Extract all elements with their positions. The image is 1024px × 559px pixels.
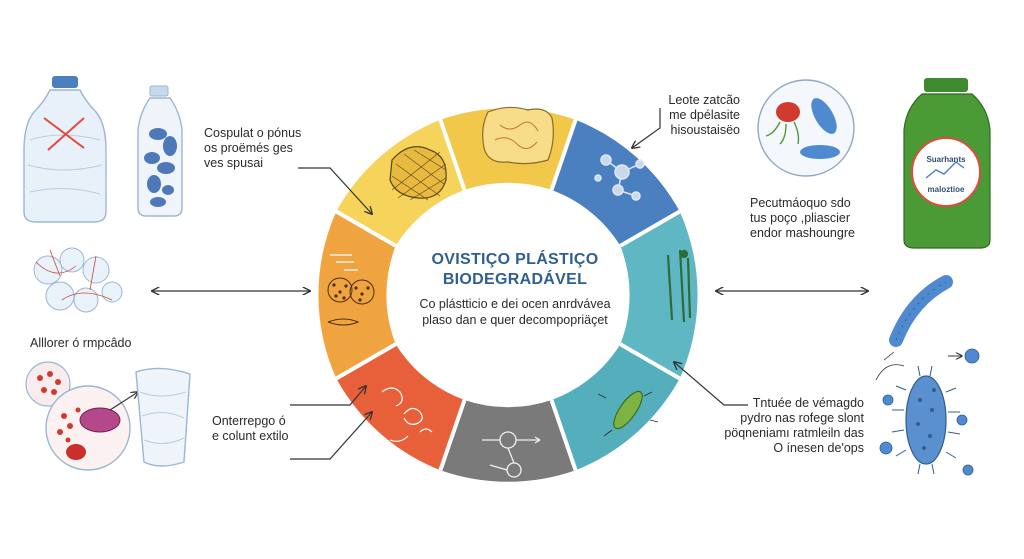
label-line: tus poço ,pliascier: [750, 211, 851, 225]
bottle-badge-line2: maloztioe: [928, 185, 965, 194]
arrow-top-right: [632, 108, 661, 148]
rod-bacterium-icon: [889, 275, 953, 347]
green-bacterium-icon: [597, 390, 659, 437]
molecular-network-icon: [482, 431, 541, 478]
label-bottom-left: Onterrepgo ó e colunt extilo: [212, 414, 288, 444]
plastic-sheet-icon: [482, 106, 554, 165]
label-line: pydro nas rofege slont: [740, 411, 864, 425]
label-line: Onterrepgo ó: [212, 414, 286, 428]
label-top-right: Leote zatcão me dpélasite hisoustaisëo: [620, 93, 740, 138]
microplastic-fragments-icon: [33, 247, 123, 313]
label-line: os proëmés ges: [204, 141, 293, 155]
plastic-bottle-small: [137, 85, 183, 217]
arrow-bottom-right: [674, 362, 748, 406]
arrow-top-left: [298, 167, 372, 214]
label-mid-left: Alllorer ó rmpcâdo: [30, 336, 131, 351]
molecule-icon: [594, 154, 645, 201]
green-bottle-icon: Suarhants maloztioe: [903, 78, 991, 249]
plastic-bottle-large: [23, 76, 107, 223]
fiber-strands-icon: [666, 249, 692, 323]
red-x-icon: [43, 117, 85, 151]
arrow-bottom-left-lower: [290, 412, 372, 460]
crushed-plastic-cup-icon: [135, 367, 191, 467]
bottle-badge-line1: Suarhants: [926, 155, 966, 164]
label-line: Pecutmáoquo sdo: [750, 196, 851, 210]
label-top-left: Cospulat o pónus os proëmés ges ves spus…: [204, 126, 301, 171]
ring-segment-blue: [551, 119, 680, 246]
ring-segment-red-orange: [336, 344, 465, 471]
label-mid-right: Pecutmáoquo sdo tus poço ,pliascier endo…: [750, 196, 855, 241]
label-line: pöqneniamı ratmleiln das: [724, 426, 864, 440]
label-line: Tntuée de vémagdo: [752, 396, 864, 410]
label-line: Leote zatcão: [668, 93, 740, 107]
ring-segment-gray: [440, 400, 576, 482]
label-line: O ínesen de'ops: [773, 441, 864, 455]
label-line: endor mashoungre: [750, 226, 855, 240]
enzyme-squiggle-icon: [381, 387, 433, 442]
microbes-magnified-icon: [757, 79, 855, 177]
center-title-line1: OVISTIÇO PLÁSTIÇO: [431, 251, 599, 268]
arrows: [152, 108, 868, 460]
ring-segment-teal: [620, 211, 698, 379]
microplastic-clusters-icon: [144, 128, 177, 207]
center-title-line2: BIODEGRADÁVEL: [442, 271, 588, 288]
label-line: Cospulat o pónus: [204, 126, 302, 140]
spiky-bacterium-icon: [875, 348, 980, 476]
arrow-bottom-left-upper: [290, 386, 366, 406]
center-subtitle-line2: plaso dan e quer decompopriäçet: [422, 313, 608, 327]
label-bottom-right: Tntuée de vémagdo pydro nas rofege slont…: [700, 396, 864, 456]
microbe-colony-icon: [327, 254, 375, 326]
degraded-fragment-icon: [389, 146, 447, 201]
center-subtitle-line1: Co plástticio e dei ocen anrdvávea: [419, 297, 611, 311]
label-line: me dpélasite: [669, 108, 740, 122]
label-line: Alllorer ó rmpcâdo: [30, 336, 132, 350]
ring-segment-orange: [318, 211, 396, 379]
label-line: e colunt extilo: [212, 429, 289, 443]
label-line: hisoustaisëo: [670, 123, 741, 137]
ring-segment-teal-lower: [551, 344, 680, 471]
center-title: OVISTIÇO PLÁSTIÇO BIODEGRADÁVEL: [400, 250, 630, 290]
segment-illustrations: [327, 106, 692, 478]
center-subtitle: Co plástticio e dei ocen anrdvávea plaso…: [395, 296, 635, 328]
cells-magnified-icon: [25, 361, 138, 471]
label-line: ves spusai: [204, 156, 264, 170]
